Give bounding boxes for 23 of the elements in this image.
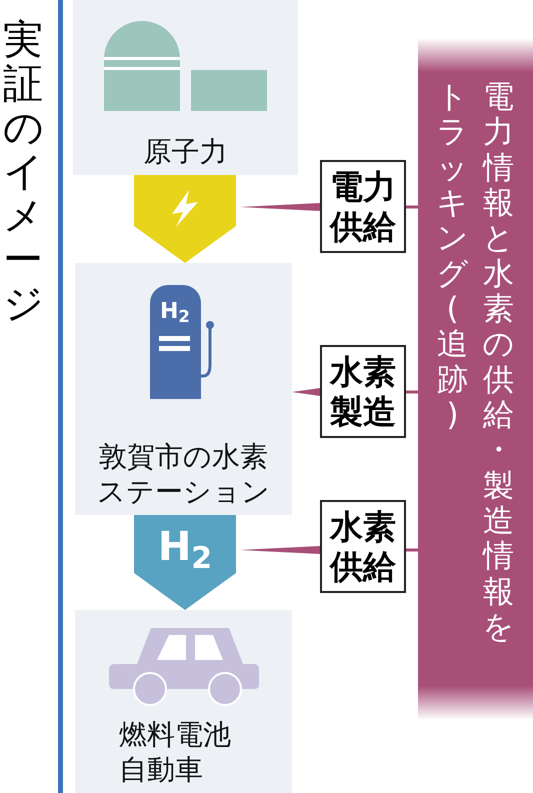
- panel-background: [73, 0, 298, 175]
- label-box: [320, 345, 406, 438]
- box-label: 水素製造: [330, 352, 396, 432]
- edge-label: H$_{2}$: [158, 527, 212, 567]
- pointer-wedge: [292, 388, 320, 396]
- panel-background: [75, 610, 292, 793]
- panel-background: [75, 263, 292, 515]
- title: 実証のイメージ: [3, 18, 43, 326]
- connector-line: [406, 548, 418, 552]
- node-label: 敦賀市の水素ステーション: [96, 439, 271, 509]
- tracking-banner: [418, 38, 533, 720]
- hydrogen-symbol: H$_{2}$: [160, 301, 190, 323]
- node-label: 燃料電池自動車: [119, 717, 232, 787]
- box-label: 電力供給: [330, 166, 396, 246]
- chevron-arrow: [134, 175, 236, 263]
- node-label: 原子力: [144, 134, 228, 169]
- chevron-arrow: [134, 515, 236, 610]
- banner-text: 電力情報と水素の供給・製造情報をトラッキング(追跡): [436, 80, 514, 646]
- connector-line: [406, 206, 418, 208]
- box-label: 水素供給: [330, 506, 396, 586]
- label-box: [320, 500, 406, 593]
- connector-line: [406, 390, 418, 394]
- label-box: [320, 160, 406, 253]
